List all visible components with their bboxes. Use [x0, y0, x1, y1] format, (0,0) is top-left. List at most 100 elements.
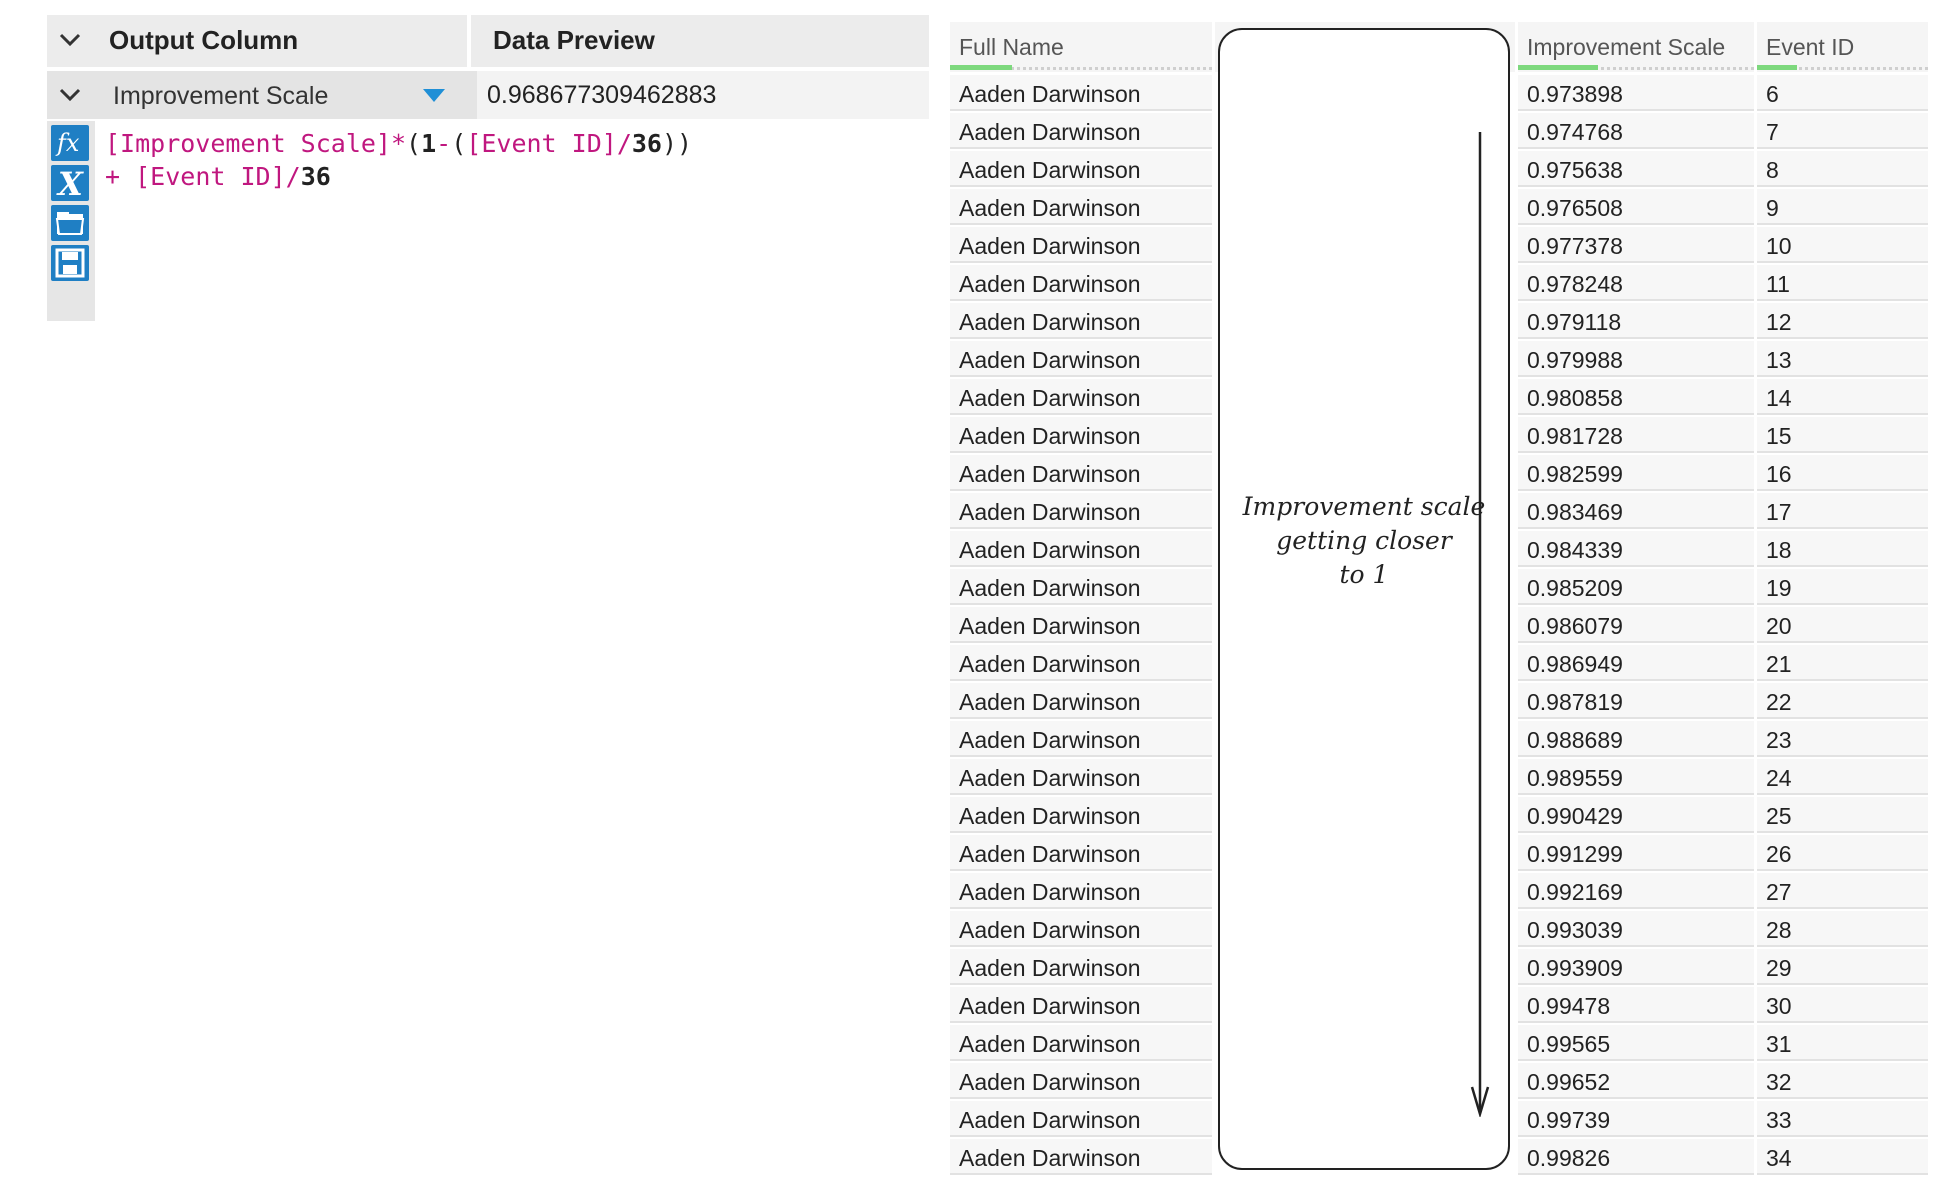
cell-full-name: Aaden Darwinson [950, 341, 1212, 377]
cell-improvement-scale: 0.975638 [1518, 151, 1754, 187]
formula-paren: ( [451, 129, 467, 158]
cell-full-name: Aaden Darwinson [950, 75, 1212, 111]
formula-operator: - [436, 129, 452, 158]
formula-field: [Event ID] [466, 129, 617, 158]
annotation-box [1218, 28, 1510, 1170]
cell-improvement-scale: 0.976508 [1518, 189, 1754, 225]
cell-full-name: Aaden Darwinson [950, 645, 1212, 681]
data-preview-value: 0.968677309462883 [477, 71, 929, 119]
cell-improvement-scale: 0.982599 [1518, 455, 1754, 491]
cell-improvement-scale: 0.991299 [1518, 835, 1754, 871]
cell-event-id: 6 [1757, 75, 1928, 111]
formula-field: [Event ID] [135, 162, 286, 191]
cell-improvement-scale: 0.977378 [1518, 227, 1754, 263]
open-folder-icon[interactable] [51, 205, 89, 241]
cell-improvement-scale: 0.974768 [1518, 113, 1754, 149]
formula-paren: )) [661, 129, 693, 158]
svg-text:X: X [56, 165, 84, 201]
cell-full-name: Aaden Darwinson [950, 873, 1212, 909]
cell-improvement-scale: 0.986949 [1518, 645, 1754, 681]
cell-full-name: Aaden Darwinson [950, 683, 1212, 719]
cell-full-name: Aaden Darwinson [950, 1025, 1212, 1061]
formula-text[interactable]: [Improvement Scale]*(1-([Event ID]/36)) … [105, 127, 692, 193]
cell-full-name: Aaden Darwinson [950, 911, 1212, 947]
formula-number: 36 [631, 129, 662, 158]
cell-event-id: 26 [1757, 835, 1928, 871]
cell-improvement-scale: 0.993909 [1518, 949, 1754, 985]
save-icon[interactable] [51, 245, 89, 281]
cell-improvement-scale: 0.987819 [1518, 683, 1754, 719]
formula-operator: + [105, 162, 136, 191]
cell-event-id: 33 [1757, 1101, 1928, 1137]
cell-event-id: 32 [1757, 1063, 1928, 1099]
cell-event-id: 21 [1757, 645, 1928, 681]
cell-full-name: Aaden Darwinson [950, 151, 1212, 187]
header-divider [467, 15, 471, 67]
cell-full-name: Aaden Darwinson [950, 1101, 1212, 1137]
cell-event-id: 29 [1757, 949, 1928, 985]
cell-event-id: 34 [1757, 1139, 1928, 1175]
cell-event-id: 14 [1757, 379, 1928, 415]
collapse-chevron-icon[interactable] [57, 27, 83, 53]
formula-paren: ( [406, 129, 422, 158]
cell-improvement-scale: 0.989559 [1518, 759, 1754, 795]
cell-full-name: Aaden Darwinson [950, 721, 1212, 757]
cell-improvement-scale: 0.99826 [1518, 1139, 1754, 1175]
formula-number: 1 [421, 129, 437, 158]
cell-event-id: 11 [1757, 265, 1928, 301]
cell-improvement-scale: 0.973898 [1518, 75, 1754, 111]
column-header-improvement-scale[interactable]: Improvement Scale [1518, 22, 1754, 72]
cell-full-name: Aaden Darwinson [950, 531, 1212, 567]
formula-row: Improvement Scale 0.968677309462883 [47, 71, 929, 119]
cell-improvement-scale: 0.99565 [1518, 1025, 1754, 1061]
cell-full-name: Aaden Darwinson [950, 227, 1212, 263]
formula-operator: / [616, 129, 632, 158]
cell-improvement-scale: 0.99478 [1518, 987, 1754, 1023]
cell-improvement-scale: 0.99739 [1518, 1101, 1754, 1137]
cell-improvement-scale: 0.980858 [1518, 379, 1754, 415]
cell-event-id: 15 [1757, 417, 1928, 453]
formula-field: [Improvement Scale] [105, 129, 391, 158]
cell-full-name: Aaden Darwinson [950, 379, 1212, 415]
cell-full-name: Aaden Darwinson [950, 1063, 1212, 1099]
cell-event-id: 28 [1757, 911, 1928, 947]
cell-full-name: Aaden Darwinson [950, 797, 1212, 833]
output-column-value: Improvement Scale [113, 82, 329, 110]
cell-event-id: 27 [1757, 873, 1928, 909]
cell-full-name: Aaden Darwinson [950, 835, 1212, 871]
data-preview-header: Data Preview [493, 25, 655, 55]
column-header-event-id[interactable]: Event ID [1757, 22, 1928, 72]
formula-operator: * [390, 129, 407, 158]
cell-full-name: Aaden Darwinson [950, 987, 1212, 1023]
cell-full-name: Aaden Darwinson [950, 569, 1212, 605]
fx-icon[interactable]: fx [51, 125, 89, 161]
cell-improvement-scale: 0.984339 [1518, 531, 1754, 567]
cell-improvement-scale: 0.981728 [1518, 417, 1754, 453]
annotation-text: Improvement scale getting closer to 1 [1218, 490, 1510, 592]
down-arrow-icon [1470, 132, 1490, 1117]
cell-full-name: Aaden Darwinson [950, 759, 1212, 795]
expression-toolbar: fx X [47, 121, 95, 321]
column-header-full-name[interactable]: Full Name [950, 22, 1212, 72]
column-header-label: Improvement Scale [1527, 34, 1726, 60]
cell-event-id: 16 [1757, 455, 1928, 491]
cell-event-id: 30 [1757, 987, 1928, 1023]
annotation-line: getting closer [1276, 526, 1452, 555]
variable-x-icon[interactable]: X [51, 165, 89, 201]
cell-event-id: 20 [1757, 607, 1928, 643]
cell-event-id: 12 [1757, 303, 1928, 339]
cell-event-id: 9 [1757, 189, 1928, 225]
cell-full-name: Aaden Darwinson [950, 303, 1212, 339]
cell-full-name: Aaden Darwinson [950, 607, 1212, 643]
cell-event-id: 8 [1757, 151, 1928, 187]
row-chevron-icon[interactable] [57, 82, 83, 108]
cell-full-name: Aaden Darwinson [950, 455, 1212, 491]
dropdown-arrow-icon[interactable] [423, 89, 445, 103]
cell-full-name: Aaden Darwinson [950, 265, 1212, 301]
annotation-line: to 1 [1339, 560, 1389, 589]
cell-improvement-scale: 0.985209 [1518, 569, 1754, 605]
cell-full-name: Aaden Darwinson [950, 417, 1212, 453]
output-column-select[interactable]: Improvement Scale [99, 75, 465, 115]
